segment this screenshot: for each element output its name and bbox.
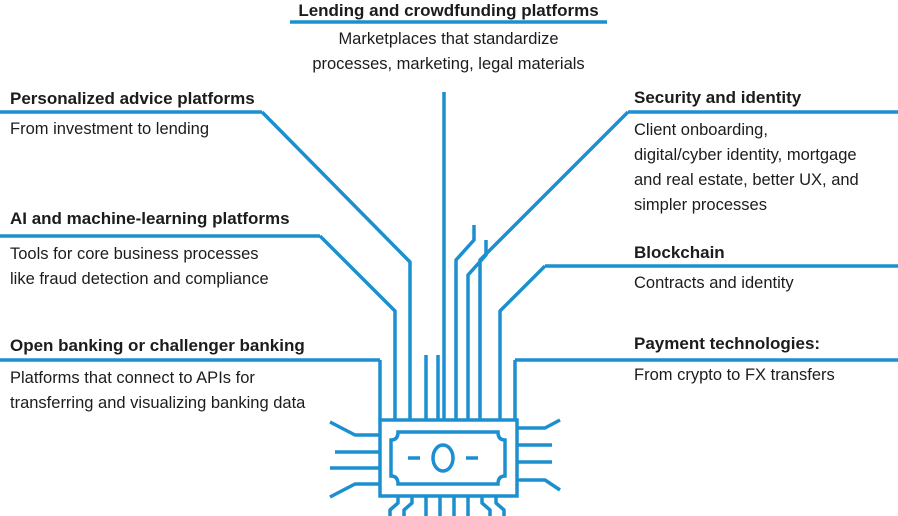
desc-line: Tools for core business processes (10, 245, 259, 263)
desc-line: and real estate, better UX, and (634, 171, 859, 189)
trace-blockchain (498, 264, 547, 420)
pin-right-1 (516, 418, 561, 430)
category-title-open-banking: Open banking or challenger banking (10, 336, 305, 355)
bill-center-oval (431, 443, 455, 473)
pin-bottom-2 (402, 495, 414, 516)
desc-line: like fraud detection and compliance (10, 270, 269, 288)
pin-left-4 (329, 482, 382, 499)
category-desc-security-identity: Client onboarding, digital/cyber identit… (634, 118, 859, 218)
pin-bottom-1 (388, 495, 400, 516)
category-desc-open-banking: Platforms that connect to APIs for trans… (10, 366, 305, 416)
category-title-payment: Payment technologies: (634, 334, 821, 353)
category-title-lending: Lending and crowdfunding platforms (298, 1, 599, 20)
category-title-security-identity: Security and identity (634, 88, 802, 107)
category-desc-lending: Marketplaces that standardize processes,… (290, 27, 607, 77)
pin-bottom-8 (494, 495, 506, 516)
desc-line: From investment to lending (10, 120, 210, 138)
bill-outline (389, 430, 507, 486)
money-bill-chip-icon (378, 418, 519, 498)
category-title-blockchain: Blockchain (634, 243, 725, 262)
desc-line: Platforms that connect to APIs for (10, 369, 255, 387)
desc-line: transferring and visualizing banking dat… (10, 394, 306, 412)
desc-line: digital/cyber identity, mortgage (634, 146, 857, 164)
desc-line: From crypto to FX transfers (634, 366, 835, 384)
desc-line: Marketplaces that standardize (338, 30, 559, 48)
pin-right-4 (516, 478, 561, 492)
trace-personalized-advice (260, 110, 412, 420)
pin-bottom-7 (480, 495, 492, 516)
desc-line: Contracts and identity (634, 274, 794, 292)
trace-ai-ml (318, 234, 397, 420)
category-desc-blockchain: Contracts and identity (634, 271, 794, 296)
trace-right-a (454, 225, 476, 420)
category-title-ai-ml: AI and machine-learning platforms (10, 209, 290, 228)
trace-right-b (466, 240, 488, 420)
desc-line: processes, marketing, legal materials (312, 55, 585, 73)
category-desc-payment: From crypto to FX transfers (634, 363, 835, 388)
desc-line: simpler processes (634, 196, 767, 214)
pin-left-1 (329, 420, 382, 437)
category-title-personalized-advice: Personalized advice platforms (10, 89, 255, 108)
category-desc-personalized-advice: From investment to lending (10, 117, 209, 142)
desc-line: Client onboarding, (634, 121, 768, 139)
category-desc-ai-ml: Tools for core business processes like f… (10, 242, 269, 292)
trace-security-identity (478, 110, 630, 420)
